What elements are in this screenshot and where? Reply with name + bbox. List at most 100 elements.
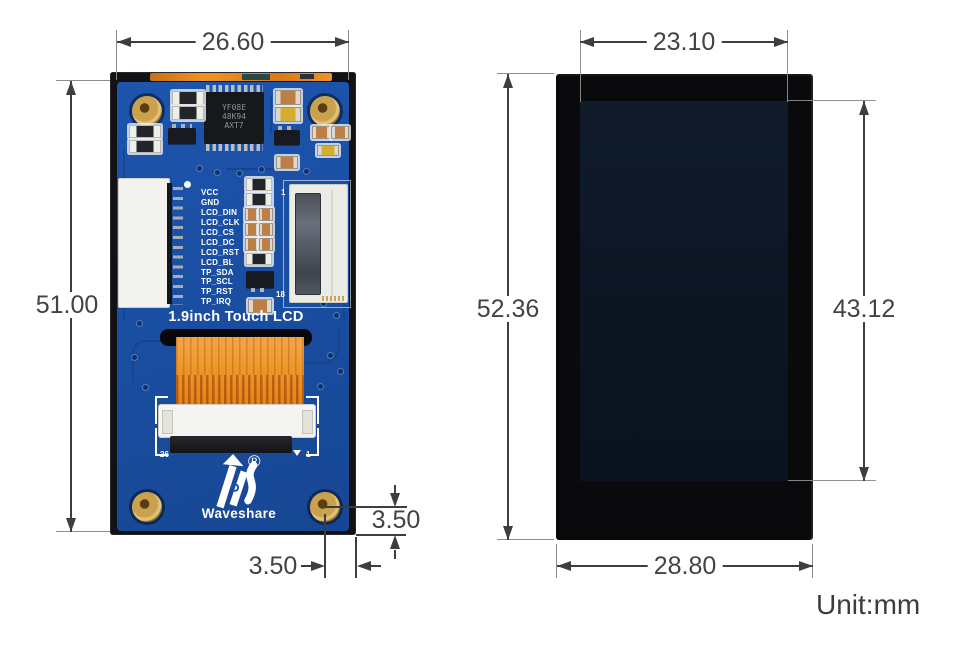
capacitor xyxy=(245,223,259,236)
capacitor xyxy=(245,208,259,221)
via-dot xyxy=(333,312,340,319)
arrow-tail xyxy=(394,550,396,559)
via-dot xyxy=(317,383,324,390)
dim-active-width: 23.10 xyxy=(646,29,722,55)
dim-module-width: 28.80 xyxy=(647,553,723,579)
arrow-up-icon xyxy=(390,535,400,549)
fpc26-pin1-label: 1 xyxy=(306,450,311,459)
fpc-top-strip-mark xyxy=(300,74,314,79)
fpc26-latch xyxy=(170,436,292,453)
trace-line xyxy=(132,340,164,382)
pin-label: LCD_DC xyxy=(201,237,235,247)
capacitor xyxy=(245,238,259,251)
trace-line xyxy=(226,168,284,170)
pin-label: GND xyxy=(201,197,220,207)
brand-label: Waveshare xyxy=(201,506,277,521)
extension-line xyxy=(56,80,110,81)
extension-line xyxy=(116,30,117,80)
resistor xyxy=(129,125,161,138)
via-dot xyxy=(196,165,203,172)
leader-line xyxy=(324,514,326,578)
ic-pin-row xyxy=(206,85,263,92)
pin-label: LCD_CLK xyxy=(201,217,240,227)
fpc18-pin18-label: 18 xyxy=(276,290,285,299)
capacitor xyxy=(276,156,298,169)
arrow-up-icon xyxy=(503,74,513,88)
capacitor xyxy=(248,299,272,313)
fpc18-metal-slot xyxy=(295,193,321,295)
arrow-right-icon xyxy=(774,37,788,47)
ic-pin-row xyxy=(206,144,263,151)
via-dot xyxy=(303,168,310,175)
transistor xyxy=(168,128,196,144)
arrow-tail xyxy=(301,565,311,567)
fpc26-connector-tab xyxy=(162,410,173,434)
fpc18-pin1-label: 1 xyxy=(281,188,286,197)
pin-label: TP_SCL xyxy=(201,277,233,287)
via-dot xyxy=(337,368,344,375)
capacitor xyxy=(312,126,331,139)
via-dot xyxy=(136,320,143,327)
extension-line xyxy=(812,544,813,578)
arrow-up-icon xyxy=(66,81,76,95)
ic-marking-line1: YF08E xyxy=(221,103,247,112)
main-ic: YF08E 48K94 AXT7 xyxy=(204,92,264,144)
board-title: 1.9inch Touch LCD xyxy=(168,309,304,325)
transistor-legs xyxy=(251,288,269,292)
arrow-left-icon xyxy=(357,561,371,571)
arrow-left-icon xyxy=(580,37,594,47)
silk-bracket xyxy=(306,428,319,456)
leader-line xyxy=(356,534,406,536)
via-dot xyxy=(142,384,149,391)
dim-board-height: 51.00 xyxy=(29,292,105,318)
resistor xyxy=(172,106,204,120)
pin-label: LCD_BL xyxy=(201,257,234,267)
pin-label: VCC xyxy=(201,188,219,197)
capacitor xyxy=(259,208,273,221)
fpc-top-strip-mark xyxy=(242,74,270,80)
ribbon-cable xyxy=(176,337,304,410)
fpc26-connector-tab xyxy=(302,410,313,434)
resistor xyxy=(246,253,272,265)
extension-line xyxy=(497,539,554,540)
capacitor xyxy=(317,145,339,156)
arrow-down-icon xyxy=(66,518,76,532)
trace-line xyxy=(270,95,272,133)
silk-bracket xyxy=(306,396,319,424)
header-connector xyxy=(118,178,170,308)
fpc18-contacts xyxy=(322,296,344,301)
ic-marking-line3: AXT7 xyxy=(224,121,244,130)
capacitor xyxy=(275,107,301,122)
header-connector-slot xyxy=(167,183,172,304)
extension-line xyxy=(497,73,554,74)
mounting-hole xyxy=(310,96,340,126)
via-dot xyxy=(214,169,221,176)
capacitor xyxy=(259,238,273,251)
pin1-triangle-mark xyxy=(293,450,301,456)
extension-line xyxy=(788,100,876,101)
pin-label: TP_SDA xyxy=(201,267,234,277)
leader-line xyxy=(325,506,407,508)
mounting-hole xyxy=(132,492,162,522)
arrow-down-icon xyxy=(390,493,400,507)
extension-line xyxy=(580,30,581,102)
arrow-tail xyxy=(394,485,396,494)
silk-bracket xyxy=(155,428,168,456)
ic-marking-line2: 48K94 xyxy=(221,112,247,121)
fpc26-pin26-label: 26 xyxy=(160,450,169,459)
pin-label: LCD_DIN xyxy=(201,207,238,217)
via-dot xyxy=(258,166,265,173)
arrow-down-icon xyxy=(503,526,513,540)
trace-line xyxy=(296,330,340,364)
pin-label: TP_RST xyxy=(201,287,233,297)
dim-module-height: 52.36 xyxy=(470,296,546,322)
via-dot xyxy=(131,354,138,361)
extension-line xyxy=(556,544,557,578)
ribbon-cable-traces xyxy=(176,337,304,375)
resistor xyxy=(246,178,272,191)
arrow-right-icon xyxy=(799,561,813,571)
lcd-active-area xyxy=(580,101,788,481)
fpc18-silk-outline xyxy=(283,180,351,308)
arrow-tail xyxy=(371,565,381,567)
header-connector-pins xyxy=(173,187,183,305)
